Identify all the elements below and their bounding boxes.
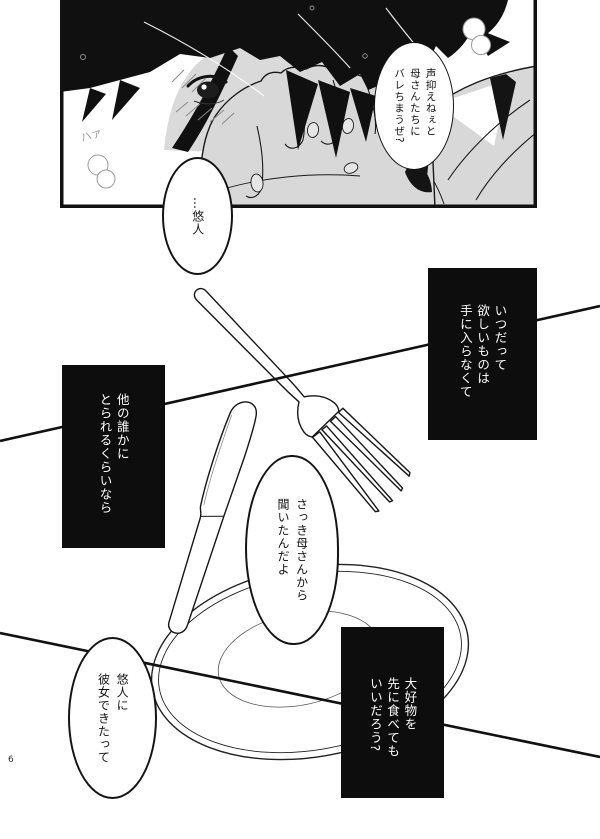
page-number: 6 — [8, 755, 14, 765]
speech-bubble-panel: 声抑えねぇと 母さんたちに バレちまうぜ? — [374, 42, 454, 170]
sweat-droplets — [80, 5, 368, 60]
speech-text: 声抑えねぇと 母さんたちに バレちまうぜ? — [393, 68, 437, 144]
shirt-v — [436, 80, 508, 146]
panel-border — [60, 0, 537, 208]
panel-artwork: ハァ — [60, 0, 537, 208]
caption-box-3: 大好物を 先に食べても いいだろう? — [341, 627, 444, 798]
speech-text: …悠人 — [190, 196, 205, 236]
speech-text: 悠人に 彼女できたって — [96, 672, 130, 764]
fork-illustration — [193, 287, 411, 513]
knife-illustration — [168, 401, 258, 634]
caption-box-1: いつだって 欲しいものは 手に入らなくて — [428, 268, 537, 440]
speech-bubble-name-call: …悠人 — [162, 157, 233, 275]
collar — [490, 74, 516, 140]
speech-bubble-girlfriend: 悠人に 彼女できたって — [68, 637, 157, 799]
breath-puffs — [87, 17, 491, 189]
speech-text: さっき母さんから 聞いたんだよ — [276, 498, 309, 602]
fingernails — [250, 118, 359, 193]
speech-bubble-heard: さっき母さんから 聞いたんだよ — [245, 455, 339, 645]
hair — [60, 0, 510, 158]
caption-text: 大好物を 先に食べても いいだろう? — [367, 677, 418, 758]
caption-text: 他の誰かに とられるくらいなら — [97, 393, 130, 515]
breath-text: ハァ — [79, 126, 104, 145]
caption-box-2: 他の誰かに とられるくらいなら — [62, 365, 165, 548]
blush-hatching — [171, 69, 235, 125]
eye — [186, 74, 228, 105]
caption-text: いつだって 欲しいものは 手に入らなくて — [457, 304, 508, 399]
